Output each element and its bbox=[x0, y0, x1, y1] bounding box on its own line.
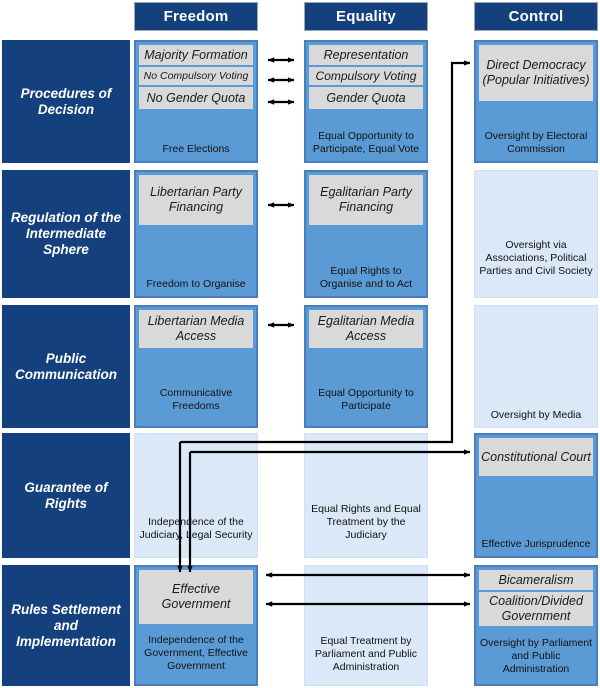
cell-guarantee-of-rights-freedom[interactable]: Independence of the Judiciary, Legal Sec… bbox=[134, 433, 258, 558]
subbox-majority-formation[interactable]: Majority Formation bbox=[139, 45, 253, 65]
subbox-label: No Compulsory Voting bbox=[143, 69, 249, 82]
subbox-libertarian-party-financing[interactable]: Libertarian Party Financing bbox=[139, 175, 253, 225]
cell-public-communication-equality[interactable]: Egalitarian Media Access Equal Opportuni… bbox=[304, 305, 428, 428]
subbox-direct-democracy[interactable]: Direct Democracy (Popular Initiatives) bbox=[479, 45, 593, 101]
cell-procedures-of-decision-equality[interactable]: Representation Compulsory Voting Gender … bbox=[304, 40, 428, 163]
column-header-equality-label: Equality bbox=[336, 8, 396, 25]
cell-rules-settlement-and-implementation-equality[interactable]: Equal Treatment by Parliament and Public… bbox=[304, 565, 428, 686]
subbox-label: Direct Democracy (Popular Initiatives) bbox=[482, 58, 590, 87]
subbox-gender-quota[interactable]: Gender Quota bbox=[309, 87, 423, 109]
column-header-equality: Equality bbox=[304, 2, 428, 31]
subbox-coalition-divided-government[interactable]: Coalition/Divided Government bbox=[479, 592, 593, 626]
subbox-label: Libertarian Party Financing bbox=[150, 185, 242, 214]
cell-caption: Oversight by Electoral Commission bbox=[484, 130, 588, 155]
subbox-effective-government[interactable]: Effective Government bbox=[139, 570, 253, 624]
subbox-bicameralism[interactable]: Bicameralism bbox=[479, 570, 593, 590]
cell-guarantee-of-rights-control[interactable]: Constitutional Court Effective Jurisprud… bbox=[474, 433, 598, 558]
row-label-text: Guarantee of Rights bbox=[24, 479, 108, 511]
cell-rules-settlement-and-implementation-control[interactable]: Bicameralism Coalition/Divided Governmen… bbox=[474, 565, 598, 686]
subbox-label: Coalition/Divided Government bbox=[489, 594, 583, 623]
cell-rules-settlement-and-implementation-freedom[interactable]: Effective Government Independence of the… bbox=[134, 565, 258, 686]
cell-caption: Equal Rights and Equal Treatment by the … bbox=[311, 503, 421, 541]
cell-caption: Equal Opportunity to Participate, Equal … bbox=[312, 130, 420, 155]
cell-caption: Equal Opportunity to Participate bbox=[318, 387, 414, 412]
subbox-libertarian-media-access[interactable]: Libertarian Media Access bbox=[139, 310, 253, 348]
cell-regulation-of-the-intermediate-sphere-equality[interactable]: Egalitarian Party Financing Equal Rights… bbox=[304, 170, 428, 298]
cell-procedures-of-decision-freedom[interactable]: Majority Formation No Compulsory Voting … bbox=[134, 40, 258, 163]
row-label-text: Public Communication bbox=[14, 350, 117, 382]
row-label-regulation-of-the-intermediate-sphere: Regulation of the Intermediate Sphere bbox=[2, 170, 130, 298]
cell-caption: Oversight via Associations, Political Pa… bbox=[479, 239, 593, 277]
cell-caption: Communicative Freedoms bbox=[159, 387, 233, 412]
subbox-label: No Gender Quota bbox=[146, 90, 246, 105]
cell-caption: Freedom to Organise bbox=[146, 278, 246, 290]
subbox-label: Egalitarian Party Financing bbox=[320, 185, 412, 214]
row-label-text: Procedures of Decision bbox=[20, 85, 112, 117]
subbox-label: Libertarian Media Access bbox=[147, 314, 245, 343]
subbox-representation[interactable]: Representation bbox=[309, 45, 423, 65]
row-label-guarantee-of-rights: Guarantee of Rights bbox=[2, 433, 130, 558]
cell-caption: Independence of the Judiciary, Legal Sec… bbox=[139, 516, 253, 541]
column-header-control: Control bbox=[474, 2, 598, 31]
subbox-label: Majority Formation bbox=[144, 47, 248, 62]
cell-caption: Equal Rights to Organise and to Act bbox=[319, 265, 413, 290]
subbox-label: Gender Quota bbox=[326, 90, 406, 105]
column-header-freedom: Freedom bbox=[134, 2, 258, 31]
cell-guarantee-of-rights-equality[interactable]: Equal Rights and Equal Treatment by the … bbox=[304, 433, 428, 558]
column-header-freedom-label: Freedom bbox=[163, 8, 229, 25]
cell-regulation-of-the-intermediate-sphere-control[interactable]: Oversight via Associations, Political Pa… bbox=[474, 170, 598, 298]
cell-caption: Free Elections bbox=[162, 143, 230, 155]
subbox-label: Constitutional Court bbox=[481, 449, 591, 464]
row-label-procedures-of-decision: Procedures of Decision bbox=[2, 40, 130, 163]
cell-public-communication-freedom[interactable]: Libertarian Media Access Communicative F… bbox=[134, 305, 258, 428]
cell-caption: Oversight by Parliament and Public Admin… bbox=[479, 637, 593, 675]
row-label-text: Rules Settlement and Implementation bbox=[11, 601, 121, 649]
subbox-label: Egalitarian Media Access bbox=[317, 314, 415, 343]
subbox-compulsory-voting[interactable]: Compulsory Voting bbox=[309, 67, 423, 85]
row-label-public-communication: Public Communication bbox=[2, 305, 130, 428]
subbox-label: Bicameralism bbox=[498, 572, 574, 587]
subbox-egalitarian-media-access[interactable]: Egalitarian Media Access bbox=[309, 310, 423, 348]
cell-caption: Equal Treatment by Parliament and Public… bbox=[314, 635, 418, 673]
column-header-control-label: Control bbox=[508, 8, 564, 25]
cell-procedures-of-decision-control[interactable]: Direct Democracy (Popular Initiatives) O… bbox=[474, 40, 598, 163]
subbox-label: Effective Government bbox=[161, 582, 231, 611]
subbox-egalitarian-party-financing[interactable]: Egalitarian Party Financing bbox=[309, 175, 423, 225]
subbox-label: Compulsory Voting bbox=[315, 68, 417, 83]
cell-caption: Effective Jurisprudence bbox=[481, 538, 591, 550]
subbox-label: Representation bbox=[323, 47, 409, 62]
cell-public-communication-control[interactable]: Oversight by Media bbox=[474, 305, 598, 428]
cell-caption: Oversight by Media bbox=[490, 409, 582, 421]
row-label-text: Regulation of the Intermediate Sphere bbox=[10, 210, 122, 257]
cell-regulation-of-the-intermediate-sphere-freedom[interactable]: Libertarian Party Financing Freedom to O… bbox=[134, 170, 258, 298]
row-label-rules-settlement-and-implementation: Rules Settlement and Implementation bbox=[2, 565, 130, 686]
subbox-no-gender-quota[interactable]: No Gender Quota bbox=[139, 87, 253, 109]
subbox-no-compulsory-voting[interactable]: No Compulsory Voting bbox=[139, 67, 253, 85]
cell-caption: Independence of the Government, Effectiv… bbox=[144, 634, 248, 672]
subbox-constitutional-court[interactable]: Constitutional Court bbox=[479, 438, 593, 476]
